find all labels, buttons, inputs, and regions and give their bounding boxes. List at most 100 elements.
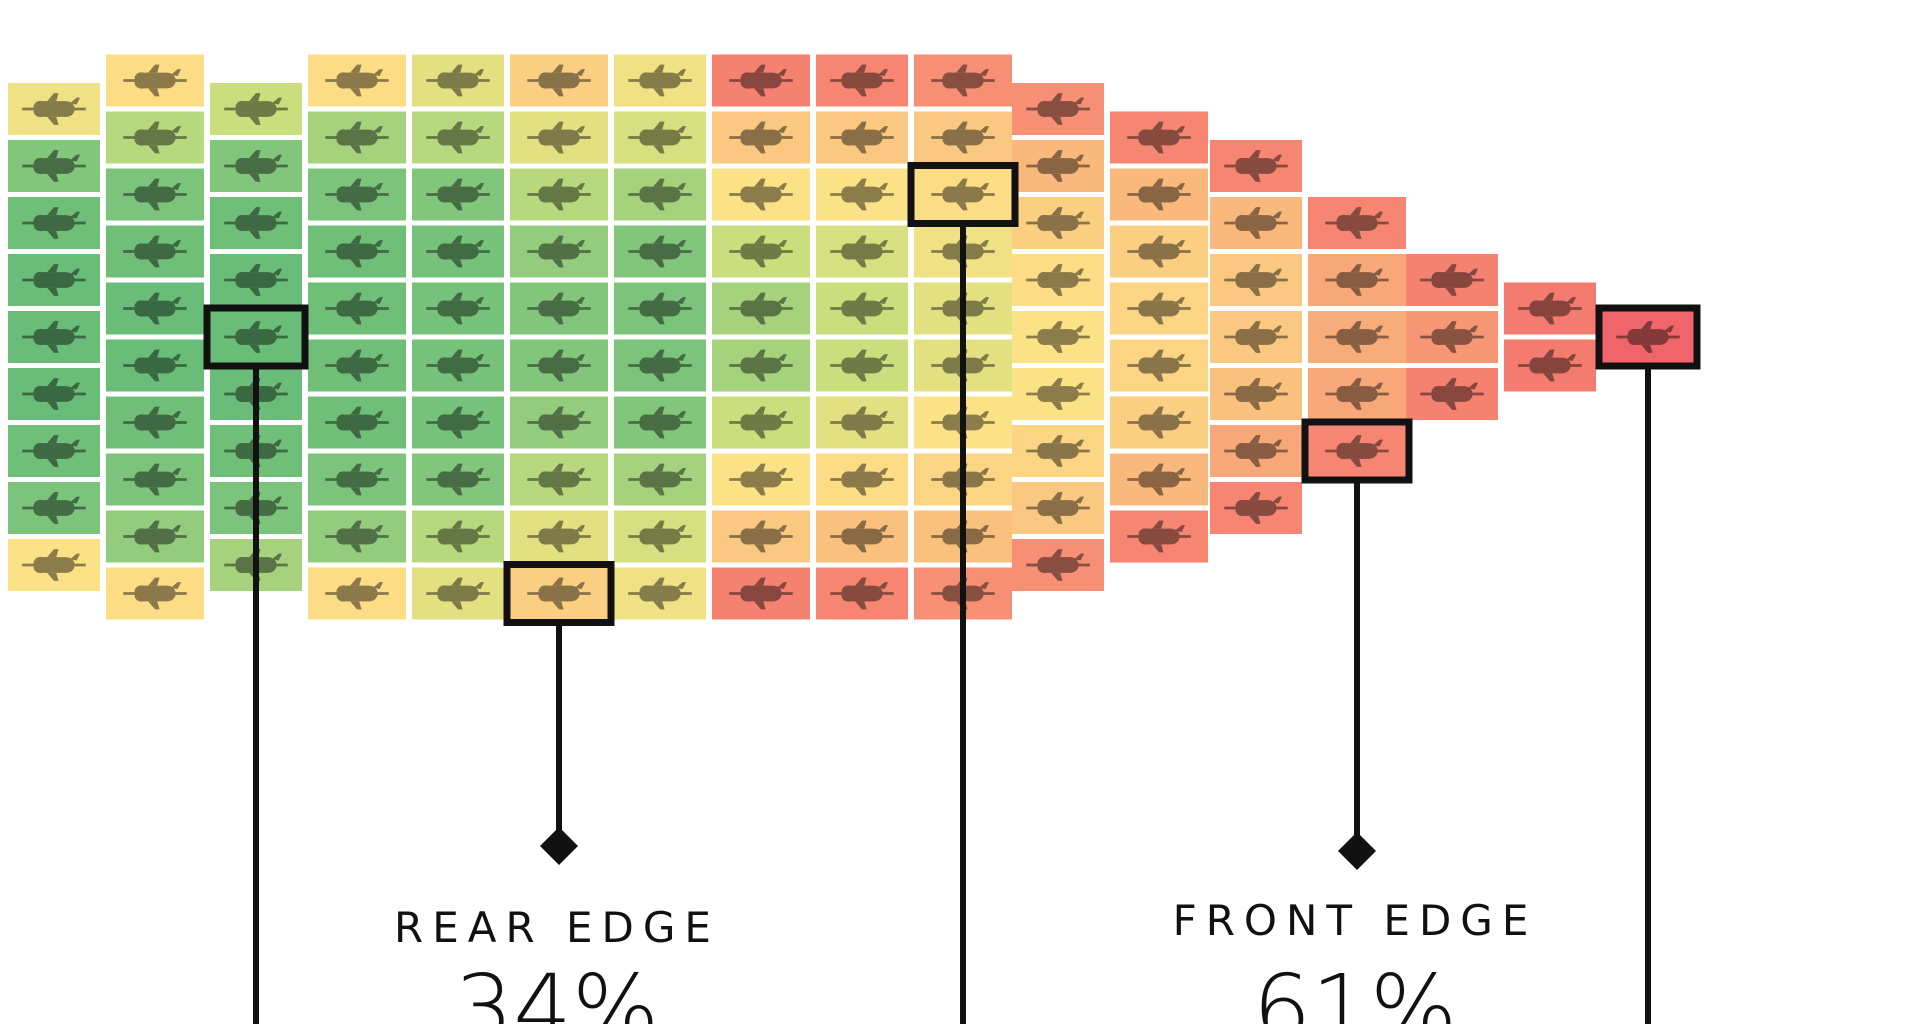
seat-cell bbox=[712, 54, 810, 107]
seat-cell bbox=[510, 396, 608, 449]
seat-cell bbox=[8, 425, 100, 477]
seat-cell bbox=[1210, 254, 1302, 306]
seat-cell bbox=[412, 453, 504, 506]
seat-cell bbox=[914, 54, 1012, 107]
seat-cell bbox=[510, 567, 608, 620]
seat-cell bbox=[1210, 482, 1302, 534]
seat-cell bbox=[816, 339, 908, 392]
seat-cell bbox=[1012, 140, 1104, 192]
seat-cell bbox=[1110, 111, 1208, 164]
seat-cell bbox=[308, 111, 406, 164]
seat-cell bbox=[106, 282, 204, 335]
seat-cell bbox=[1308, 311, 1406, 363]
seat-grid bbox=[8, 54, 1694, 620]
seat-cell bbox=[8, 197, 100, 249]
seat-cell bbox=[106, 567, 204, 620]
seat-cell bbox=[614, 225, 706, 278]
seat-cell bbox=[816, 168, 908, 221]
seat-cell bbox=[106, 339, 204, 392]
seat-cell bbox=[614, 54, 706, 107]
seat-cell bbox=[1012, 482, 1104, 534]
seat-cell bbox=[510, 339, 608, 392]
seat-cell bbox=[1406, 368, 1498, 420]
seat-cell bbox=[412, 54, 504, 107]
seat-cell bbox=[1012, 539, 1104, 591]
seat-cell bbox=[210, 197, 302, 249]
callout-value: 61% bbox=[1253, 955, 1457, 1024]
seat-cell bbox=[816, 225, 908, 278]
seat-cell bbox=[1210, 197, 1302, 249]
seat-cell bbox=[106, 168, 204, 221]
seat-cell bbox=[614, 168, 706, 221]
seat-cell bbox=[412, 567, 504, 620]
seat-cell bbox=[1210, 425, 1302, 477]
seat-cell bbox=[106, 54, 204, 107]
seat-cell bbox=[510, 225, 608, 278]
seat-cell bbox=[510, 510, 608, 563]
seat-cell bbox=[712, 510, 810, 563]
seat-cell bbox=[1110, 339, 1208, 392]
seat-cell bbox=[712, 339, 810, 392]
seat-cell bbox=[1406, 311, 1498, 363]
seat-cell bbox=[1210, 368, 1302, 420]
seat-cell bbox=[614, 339, 706, 392]
diamond-marker bbox=[1338, 832, 1376, 870]
seat-cell bbox=[412, 396, 504, 449]
seat-cell bbox=[210, 311, 302, 363]
seat-cell bbox=[1110, 168, 1208, 221]
seat-cell bbox=[510, 168, 608, 221]
seat-cell bbox=[1308, 254, 1406, 306]
seat-cell bbox=[8, 254, 100, 306]
seat-cell bbox=[712, 168, 810, 221]
seat-cell bbox=[1012, 368, 1104, 420]
seat-cell bbox=[412, 111, 504, 164]
seat-cell bbox=[1308, 368, 1406, 420]
seat-cell bbox=[8, 539, 100, 591]
seat-cell bbox=[510, 453, 608, 506]
seat-cell bbox=[712, 225, 810, 278]
callout-title: REAR EDGE bbox=[394, 903, 720, 952]
seat-cell bbox=[412, 339, 504, 392]
seat-cell bbox=[1110, 453, 1208, 506]
diamond-marker bbox=[540, 827, 578, 865]
seat-cell bbox=[1012, 197, 1104, 249]
seat-cell bbox=[210, 254, 302, 306]
seat-cell bbox=[308, 339, 406, 392]
highlight-box-front-edge bbox=[1301, 418, 1413, 484]
seat-cell bbox=[210, 140, 302, 192]
seat-cell bbox=[614, 510, 706, 563]
seat-cell bbox=[106, 510, 204, 563]
seat-cell bbox=[106, 225, 204, 278]
seat-cell bbox=[816, 396, 908, 449]
highlight-box-middle bbox=[907, 162, 1019, 227]
seat-cell bbox=[106, 396, 204, 449]
seat-cell bbox=[308, 396, 406, 449]
seat-cell bbox=[412, 168, 504, 221]
seat-cell bbox=[510, 54, 608, 107]
seat-cell bbox=[308, 54, 406, 107]
seat-cell bbox=[308, 567, 406, 620]
highlight-box-front bbox=[1595, 304, 1701, 370]
seat-cell bbox=[816, 453, 908, 506]
seat-cell bbox=[1012, 311, 1104, 363]
seat-cell bbox=[816, 510, 908, 563]
seat-cell bbox=[510, 111, 608, 164]
seat-cell bbox=[8, 311, 100, 363]
seat-cell bbox=[614, 453, 706, 506]
seat-cell bbox=[308, 453, 406, 506]
seat-cell bbox=[1504, 339, 1596, 392]
seat-cell bbox=[210, 83, 302, 135]
seat-cell bbox=[614, 396, 706, 449]
seat-cell bbox=[1602, 311, 1694, 363]
seat-cell bbox=[106, 453, 204, 506]
seat-cell bbox=[412, 282, 504, 335]
highlight-boxes bbox=[203, 162, 1701, 626]
seat-cell bbox=[412, 225, 504, 278]
seat-cell bbox=[712, 282, 810, 335]
highlight-box-rear-edge bbox=[503, 561, 615, 626]
seat-cell bbox=[712, 453, 810, 506]
seat-cell bbox=[8, 83, 100, 135]
rear-edge-callout: REAR EDGE 34% bbox=[394, 903, 720, 1024]
seat-cell bbox=[1012, 254, 1104, 306]
callout-connectors bbox=[253, 223, 1651, 1024]
